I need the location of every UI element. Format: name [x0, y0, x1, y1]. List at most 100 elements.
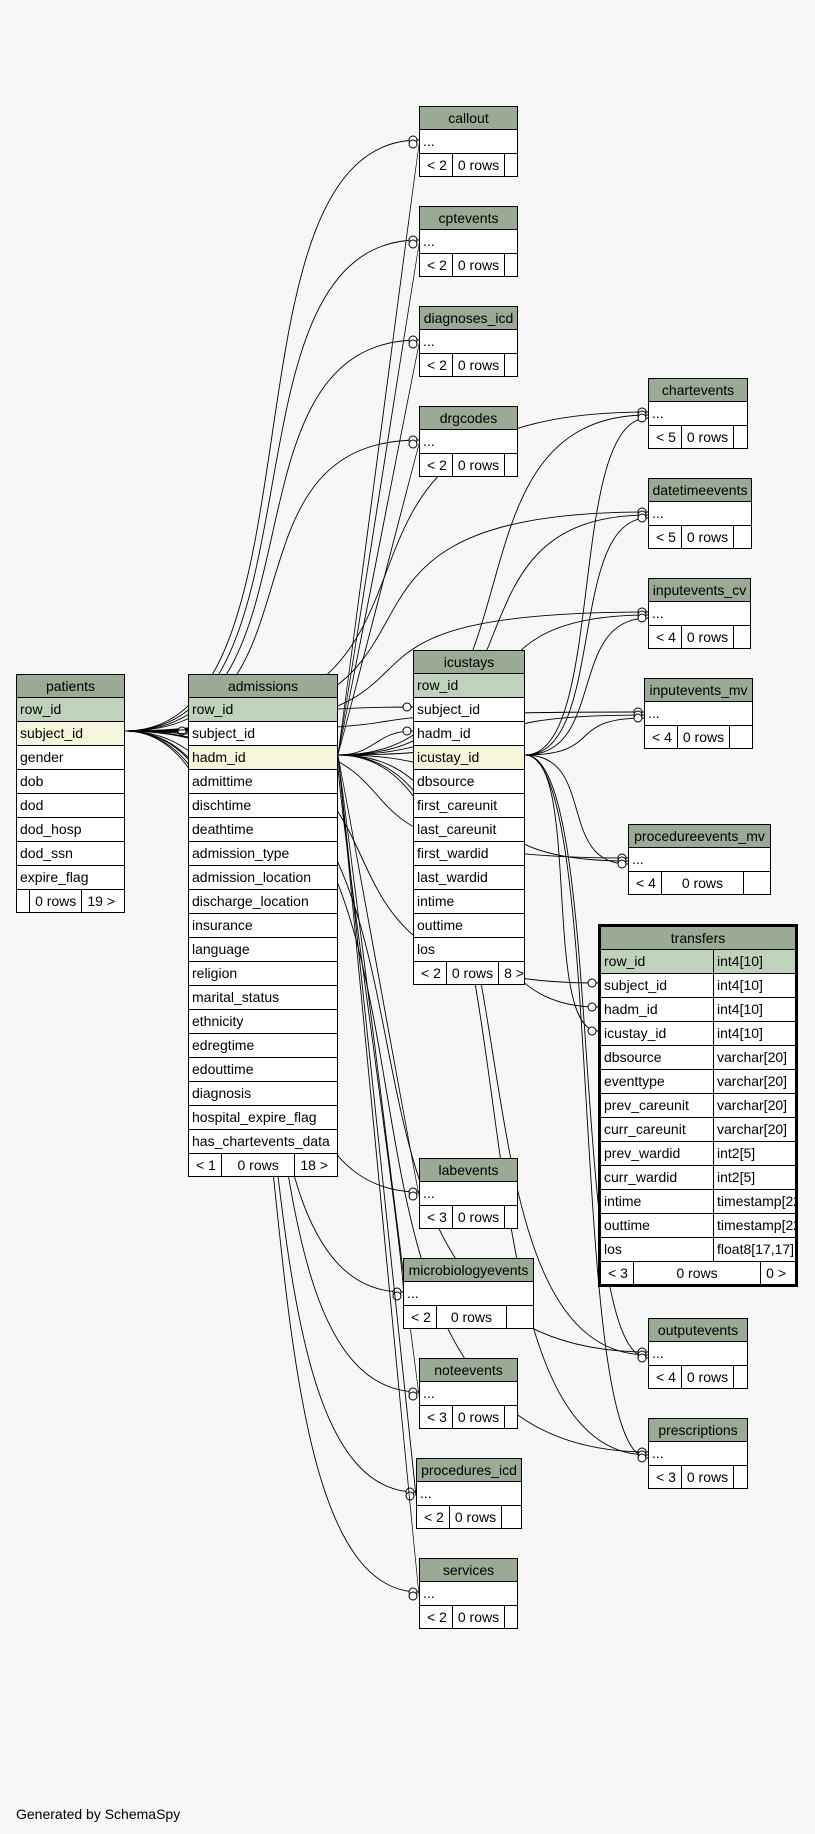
table-title[interactable]: icustays — [414, 651, 524, 674]
column-row[interactable]: ... — [649, 1342, 747, 1366]
table-title[interactable]: transfers — [601, 927, 795, 950]
column-row[interactable]: admission_type — [189, 842, 337, 866]
column-row[interactable]: last_careunit — [414, 818, 524, 842]
column-row[interactable]: los — [414, 938, 524, 962]
column-row[interactable]: dbsource — [414, 770, 524, 794]
column-row[interactable]: hadm_id — [189, 746, 337, 770]
column-row[interactable]: dod_hosp — [17, 818, 124, 842]
column-row[interactable]: gender — [17, 746, 124, 770]
table-title[interactable]: labevents — [420, 1159, 517, 1182]
table-title[interactable]: diagnoses_icd — [420, 307, 517, 330]
table-title[interactable]: datetimeevents — [649, 479, 751, 502]
table-title[interactable]: outputevents — [649, 1319, 747, 1342]
column-row[interactable]: first_wardid — [414, 842, 524, 866]
column-row[interactable]: subject_id — [414, 698, 524, 722]
column-row[interactable]: expire_flag — [17, 866, 124, 890]
table-title[interactable]: noteevents — [420, 1359, 517, 1382]
column-row[interactable]: marital_status — [189, 986, 337, 1010]
table-title[interactable]: callout — [420, 107, 517, 130]
column-row[interactable]: ... — [420, 1182, 517, 1206]
column-row[interactable]: discharge_location — [189, 890, 337, 914]
table-title[interactable]: procedures_icd — [417, 1459, 521, 1482]
table-title[interactable]: drgcodes — [420, 407, 517, 430]
column-row[interactable]: ethnicity — [189, 1010, 337, 1034]
column-row[interactable]: ... — [420, 130, 517, 154]
column-row[interactable]: dod — [17, 794, 124, 818]
column-row[interactable]: edregtime — [189, 1034, 337, 1058]
column-row[interactable]: ... — [404, 1282, 533, 1306]
table-title[interactable]: services — [420, 1559, 517, 1582]
column-row[interactable]: hospital_expire_flag — [189, 1106, 337, 1130]
column-row[interactable]: first_careunit — [414, 794, 524, 818]
column-row[interactable]: edouttime — [189, 1058, 337, 1082]
column-row[interactable]: row_id — [189, 698, 337, 722]
column-row[interactable]: intime — [414, 890, 524, 914]
column-row[interactable]: subject_id — [17, 722, 124, 746]
column-row[interactable]: ... — [420, 1582, 517, 1606]
column-row[interactable]: ... — [645, 702, 752, 726]
table-title[interactable]: admissions — [189, 675, 337, 698]
column-row[interactable]: deathtime — [189, 818, 337, 842]
table-title[interactable]: patients — [17, 675, 124, 698]
column-row[interactable]: ... — [649, 602, 750, 626]
column-row[interactable]: ... — [420, 230, 517, 254]
column-row[interactable]: ... — [420, 330, 517, 354]
column-row[interactable]: language — [189, 938, 337, 962]
table-title[interactable]: inputevents_cv — [649, 579, 750, 602]
column-row[interactable]: religion — [189, 962, 337, 986]
column-row[interactable]: has_chartevents_data — [189, 1130, 337, 1154]
column-row[interactable]: ... — [649, 402, 747, 426]
column-row[interactable]: admission_location — [189, 866, 337, 890]
column-row[interactable]: hadm_id — [414, 722, 524, 746]
column-row[interactable]: outtime — [414, 914, 524, 938]
column-row[interactable]: dob — [17, 770, 124, 794]
column-row[interactable]: insurance — [189, 914, 337, 938]
column-row[interactable]: dischtime — [189, 794, 337, 818]
column-row[interactable]: row_id — [414, 674, 524, 698]
column-row[interactable]: icustay_id — [414, 746, 524, 770]
column-row[interactable]: dod_ssn — [17, 842, 124, 866]
column-row[interactable]: ... — [629, 848, 770, 872]
table-title[interactable]: microbiologyevents — [404, 1259, 533, 1282]
table-title[interactable]: chartevents — [649, 379, 747, 402]
table-title[interactable]: inputevents_mv — [645, 679, 752, 702]
column-row[interactable]: ... — [417, 1482, 521, 1506]
column-row[interactable]: admittime — [189, 770, 337, 794]
column-row[interactable]: diagnosis — [189, 1082, 337, 1106]
column-row[interactable]: subject_id — [189, 722, 337, 746]
column-row[interactable]: ... — [420, 430, 517, 454]
column-row[interactable]: ... — [420, 1382, 517, 1406]
